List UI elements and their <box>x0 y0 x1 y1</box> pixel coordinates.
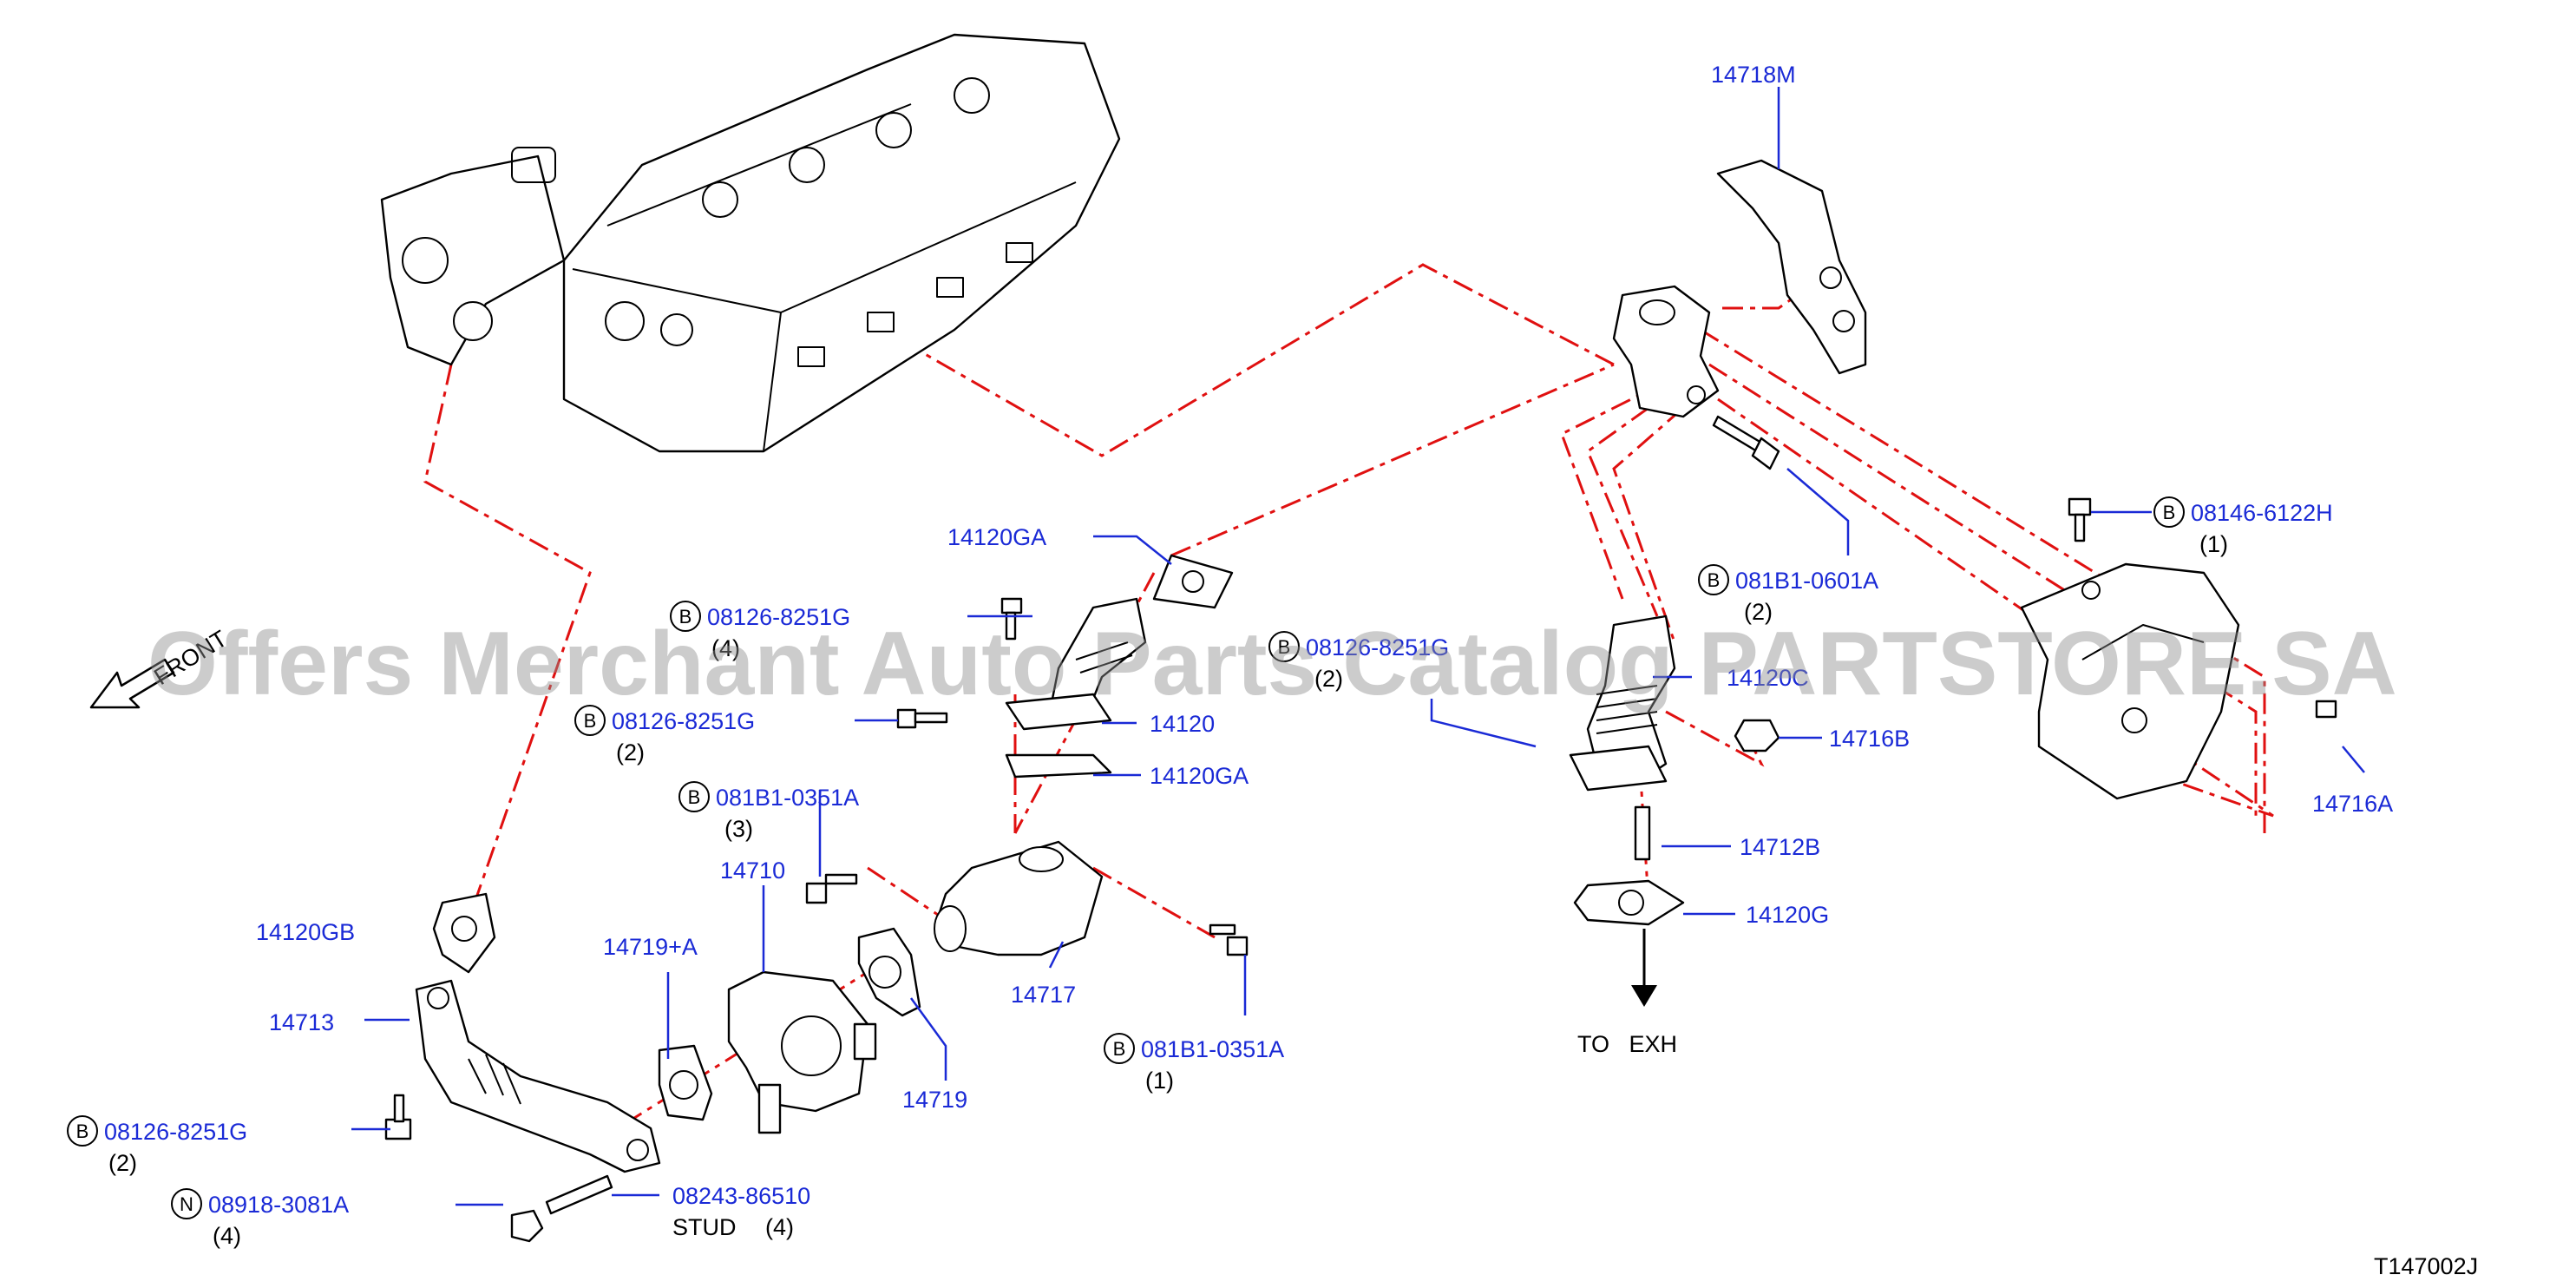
prefix-letter: B <box>2163 502 2176 523</box>
label-08126-8251g-right[interactable]: 08126-8251G <box>1306 634 1449 660</box>
qty-08126-8251g-middle: (2) <box>616 739 645 766</box>
qty-08126-8251g-right: (2) <box>1314 666 1343 692</box>
label-081b1-0351a-upper[interactable]: 081B1-0351A <box>716 785 859 811</box>
egr-tube-14120-icon <box>1005 554 1234 779</box>
bolt-081b1-0351a-lower-icon <box>1209 923 1249 956</box>
qty-08243-86510: (4) <box>765 1214 794 1240</box>
bolt-081b1-0351a-upper-icon <box>805 873 858 904</box>
egr-tube-14713-icon <box>415 979 661 1173</box>
bolt-08146-6122h-icon <box>2068 497 2092 542</box>
label-08146-6122h[interactable]: 08146-6122H <box>2191 500 2333 526</box>
label-14120ga-upper[interactable]: 14120GA <box>947 524 1046 550</box>
stud-14712b-icon <box>1634 805 1651 861</box>
label-14717[interactable]: 14717 <box>1011 982 1076 1008</box>
prefix-letter: B <box>584 710 597 732</box>
prefix-letter: N <box>180 1193 193 1215</box>
circle-letter <box>670 601 701 632</box>
qty-081b1-0351a-upper: (3) <box>724 816 753 842</box>
label-14120ga-lower[interactable]: 14120GA <box>1150 763 1249 789</box>
cylinder-head-icon <box>380 33 1121 453</box>
label-08918-3081a[interactable]: 08918-3081A <box>208 1192 349 1218</box>
label-08243-86510[interactable]: 08243-86510 <box>672 1183 810 1209</box>
label-08126-8251g-lower[interactable]: 08126-8251G <box>104 1119 247 1145</box>
prefix-letter: B <box>688 786 701 808</box>
prefix-letter: B <box>679 606 692 628</box>
gasket-14120g-icon <box>1573 879 1685 926</box>
egr-housing-14717-icon <box>934 840 1104 956</box>
heat-shield-upper-icon <box>1716 159 1867 375</box>
prefix-letter: B <box>1708 569 1721 591</box>
label-14120g[interactable]: 14120G <box>1746 902 1829 928</box>
nut-08918-3081a-icon <box>510 1209 544 1243</box>
label-14719[interactable]: 14719 <box>902 1087 967 1113</box>
circle-letter <box>1268 631 1300 662</box>
label-081b1-0601a[interactable]: 081B1-0601A <box>1735 568 1878 594</box>
qty-081b1-0351a-lower: (1) <box>1145 1068 1174 1094</box>
qty-08146-6122h: (1) <box>2199 531 2228 557</box>
label-14716a[interactable]: 14716A <box>2312 791 2393 817</box>
qty-08918-3081a: (4) <box>213 1223 241 1249</box>
prefix-letter: B <box>1278 636 1291 658</box>
gasket-14719-icon <box>857 927 921 1017</box>
flex-pipe-center-icon <box>1569 614 1676 792</box>
label-14718m[interactable]: 14718M <box>1711 62 1796 88</box>
qty-081b1-0601a: (2) <box>1744 599 1773 625</box>
bolt-08126-lower-left-icon <box>384 1094 412 1140</box>
qty-08126-8251g-lower: (2) <box>108 1150 137 1176</box>
exhaust-label: TO EXH <box>1577 1031 1677 1057</box>
circle-letter <box>171 1188 202 1219</box>
circle-letter <box>2153 496 2185 528</box>
egr-valve-14710-icon <box>727 970 877 1134</box>
label-14716b[interactable]: 14716B <box>1829 726 1910 752</box>
egr-tube-right-icon <box>1612 285 1720 418</box>
stud-08243-86510-icon <box>545 1174 613 1215</box>
gasket-14719a-icon <box>658 1044 713 1121</box>
circle-letter <box>574 705 606 736</box>
prefix-letter: B <box>1113 1038 1126 1060</box>
exhaust-arrow-icon <box>1631 929 1657 1007</box>
gasket-14120gb-icon <box>432 892 496 974</box>
qty-08126-8251g-upper: (4) <box>711 635 740 661</box>
circle-letter <box>678 781 710 812</box>
diagram-code: T147002J <box>2374 1253 2478 1279</box>
heat-shield-right-icon <box>2020 562 2240 800</box>
bolt-081b1-0601a-icon <box>1712 415 1780 470</box>
label-14120gb[interactable]: 14120GB <box>256 919 355 945</box>
part-labels: 14718M B 08146-6122H (1) B 081B1-0601A (… <box>67 62 2478 1279</box>
circle-letter <box>1104 1033 1135 1064</box>
stud-label: STUD <box>672 1214 737 1240</box>
label-14120[interactable]: 14120 <box>1150 711 1215 737</box>
label-081b1-0351a-lower[interactable]: 081B1-0351A <box>1141 1036 1284 1062</box>
label-08126-8251g-upper[interactable]: 08126-8251G <box>707 604 850 630</box>
nut-14716b-icon <box>1734 719 1780 752</box>
label-14719a[interactable]: 14719+A <box>603 934 698 960</box>
bolt-08126-middle-icon <box>896 708 948 729</box>
leader-lines <box>351 87 2365 1206</box>
prefix-letter: B <box>76 1120 89 1142</box>
label-08126-8251g-middle[interactable]: 08126-8251G <box>612 708 755 734</box>
circle-letter <box>1698 564 1729 595</box>
nut-14716a-icon <box>2315 700 2337 719</box>
watermark: Offers Merchant Auto Parts Catalog PARTS… <box>147 614 2397 714</box>
label-14120c[interactable]: 14120C <box>1727 665 1809 691</box>
label-14712b[interactable]: 14712B <box>1740 834 1820 860</box>
label-14710[interactable]: 14710 <box>720 858 785 884</box>
front-arrow-icon <box>89 658 175 709</box>
circle-letter <box>67 1115 98 1147</box>
label-14713[interactable]: 14713 <box>269 1009 334 1035</box>
bolt-08126-upper-icon <box>1000 597 1023 641</box>
